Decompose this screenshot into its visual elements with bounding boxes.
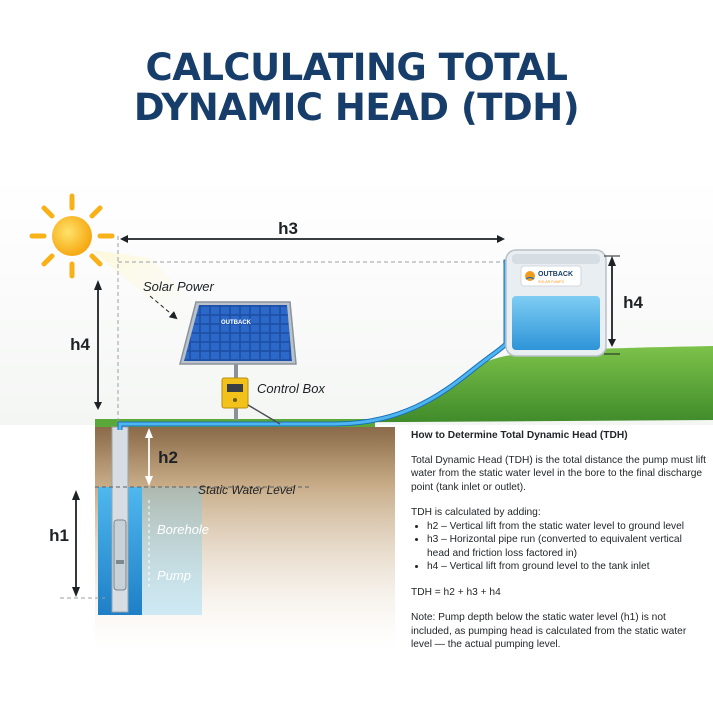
sun-icon bbox=[29, 193, 115, 279]
delivery-pipe bbox=[118, 260, 525, 430]
control-box-label: Control Box bbox=[257, 381, 325, 396]
grass-hill bbox=[95, 346, 713, 424]
h2-arrow-top bbox=[145, 428, 153, 438]
explanation-note: Note: Pump depth below the static water … bbox=[411, 612, 687, 650]
pump-band bbox=[116, 560, 124, 564]
h2-arrow-bottom bbox=[145, 476, 153, 486]
h1-arrow-bottom bbox=[72, 587, 80, 597]
h4-right-label: h4 bbox=[623, 293, 643, 312]
page-title: CALCULATING TOTAL DYNAMIC HEAD (TDH) bbox=[0, 48, 713, 128]
solar-power-arrow bbox=[149, 295, 178, 320]
pump-body bbox=[113, 519, 127, 591]
control-box bbox=[221, 377, 281, 425]
h1-label: h1 bbox=[49, 526, 69, 545]
tank-brand-sub: SOLAR PUMPS bbox=[538, 280, 565, 284]
tdh-explanation: How to Determine Total Dynamic Head (TDH… bbox=[411, 429, 707, 664]
solar-power-label: Solar Power bbox=[143, 279, 214, 294]
component-list: h2 – Vertical lift from the static water… bbox=[411, 520, 707, 574]
aquifer bbox=[142, 487, 202, 615]
borehole-label: Borehole bbox=[157, 522, 209, 537]
explanation-heading: How to Determine Total Dynamic Head (TDH… bbox=[411, 430, 628, 441]
list-item-h2: h2 – Vertical lift from the static water… bbox=[427, 520, 707, 534]
solar-panel: OUTBACK bbox=[179, 301, 297, 420]
h3-arrow-start bbox=[120, 235, 128, 243]
h2-label: h2 bbox=[158, 448, 178, 467]
h4-left-label: h4 bbox=[70, 335, 90, 354]
list-item-h4: h4 – Vertical lift from ground level to … bbox=[427, 560, 707, 574]
pump-label: Pump bbox=[157, 568, 191, 583]
sunlight-beam bbox=[92, 250, 210, 330]
h4-right-arrow-top bbox=[608, 256, 616, 266]
water-tank: OUTBACK SOLAR PUMPS bbox=[505, 249, 607, 357]
title-line-1: CALCULATING TOTAL bbox=[145, 46, 568, 89]
list-item-h3: h3 – Horizontal pipe run (converted to e… bbox=[427, 533, 707, 560]
soil bbox=[95, 427, 395, 652]
panel-brand: OUTBACK bbox=[221, 320, 252, 326]
calc-intro: TDH is calculated by adding: bbox=[411, 507, 541, 518]
static-water-level-label: Static Water Level bbox=[198, 483, 295, 497]
tank-brand: OUTBACK bbox=[538, 271, 573, 278]
title-line-2: DYNAMIC HEAD (TDH) bbox=[133, 86, 580, 129]
h3-label: h3 bbox=[278, 219, 298, 238]
h1-arrow-top bbox=[72, 490, 80, 500]
h4-left-arrow-top bbox=[94, 280, 102, 290]
explanation-intro: Total Dynamic Head (TDH) is the total di… bbox=[411, 454, 706, 493]
tdh-formula: TDH = h2 + h3 + h4 bbox=[411, 586, 501, 598]
